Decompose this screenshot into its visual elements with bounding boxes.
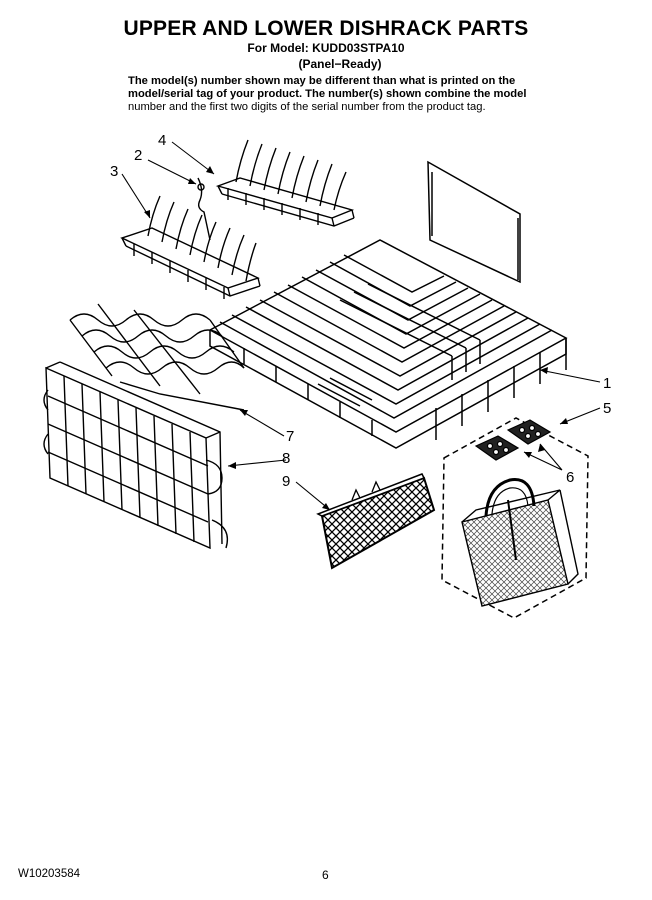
model-note: The model(s) number shown may be differe…: [128, 75, 568, 114]
page-title: UPPER AND LOWER DISHRACK PARTS: [123, 17, 529, 40]
callout-9: 9: [282, 473, 290, 490]
part-7-wire-rack: [69, 303, 245, 411]
callout-2: 2: [134, 147, 142, 164]
part-6-caddy-lids: [474, 419, 552, 461]
part-9-mesh-panel: [316, 473, 436, 570]
model-variant: (Panel−Ready): [298, 57, 382, 71]
leader-arrowheads: [144, 166, 568, 510]
part-2-clip: [197, 177, 211, 241]
callout-5: 5: [603, 400, 611, 417]
callout-1: 1: [603, 375, 611, 392]
callout-7: 7: [286, 428, 294, 445]
part-1-lower-dishrack: [208, 160, 568, 449]
callout-4: 4: [158, 132, 166, 149]
page-number: 6: [322, 868, 329, 882]
note-line-3: number and the first two digits of the s…: [128, 101, 486, 113]
note-line-1: The model(s) number shown may be differe…: [128, 75, 516, 87]
callout-6: 6: [566, 469, 574, 486]
document-number: W10203584: [18, 868, 81, 880]
callout-8: 8: [282, 450, 290, 467]
part-5-silverware-basket: [441, 417, 589, 619]
model-number: For Model: KUDD03STPA10: [247, 41, 405, 55]
callout-3: 3: [110, 163, 118, 180]
note-line-2: model/serial tag of your product. The nu…: [128, 88, 527, 100]
part-4-tine-rack: [215, 139, 355, 227]
part-8-wire-rack: [43, 361, 229, 550]
part-3-tine-rack: [120, 195, 261, 299]
